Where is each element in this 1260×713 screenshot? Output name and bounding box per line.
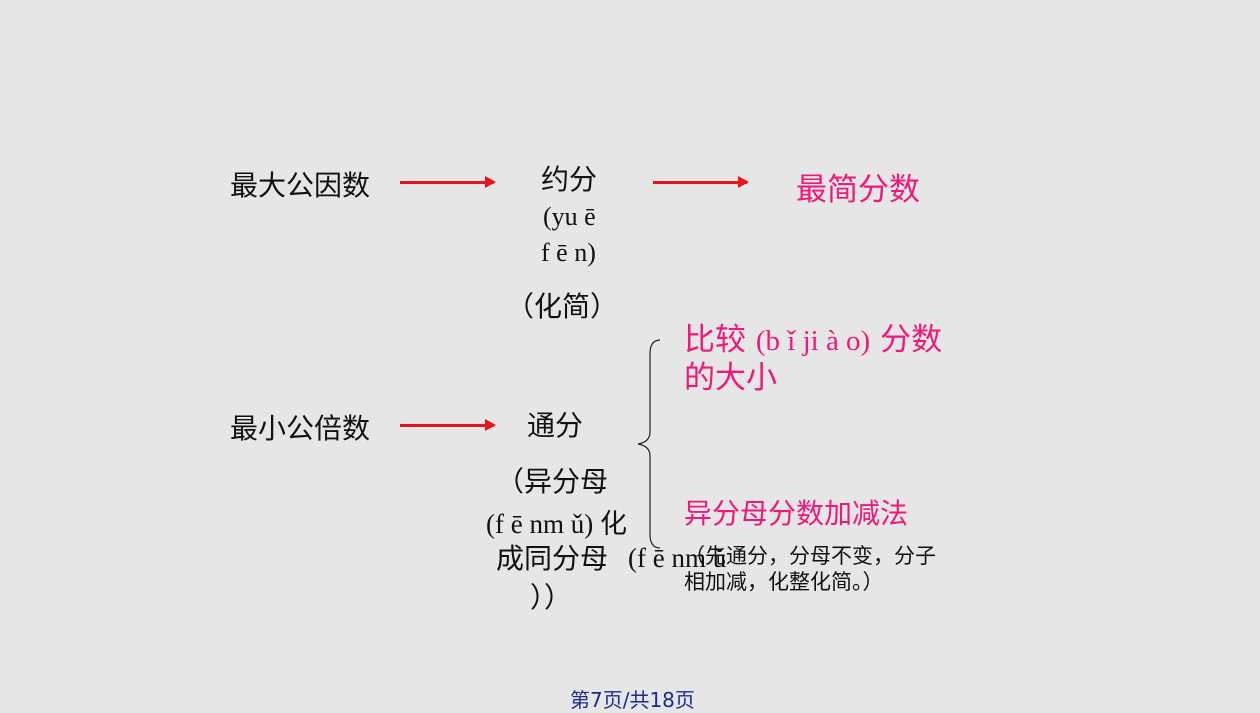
common-denominator-note-2: (f ē nm ǔ) 化	[486, 502, 627, 541]
branch-add-subtract-note-2: 相加减，化整化简。）	[684, 570, 884, 594]
arrow-lcm-to-common-denominator	[400, 419, 496, 431]
common-denominator-label: 通分	[527, 409, 584, 442]
common-denominator-note-4: ））	[530, 581, 573, 614]
branch-compare-line-2: 的大小	[684, 360, 777, 396]
compare-tail: 分数	[880, 322, 943, 358]
lcm-label: 最小公倍数	[230, 412, 371, 445]
compare-word: 比较	[684, 322, 746, 358]
page-indicator: 第7页/共18页	[570, 688, 695, 712]
arrow-reduce-to-simplest	[653, 176, 749, 188]
arrow-gcd-to-reduce	[400, 176, 496, 188]
branch-add-subtract-note-1: （先通分，分母不变，分子	[684, 544, 936, 568]
compare-pinyin: (b ǐ ji à o)	[755, 325, 871, 357]
reduce-note: （化简）	[506, 290, 619, 323]
curly-brace	[637, 339, 661, 549]
pinyin-fenmu-1: (f ē nm ǔ) 化	[486, 509, 627, 539]
common-denominator-note-3: 成同分母	[496, 542, 609, 575]
branch-add-subtract-title: 异分母分数加减法	[684, 497, 909, 530]
simplest-fraction-label: 最简分数	[796, 172, 920, 208]
pinyin-fenmu-2: (f ē nm ǔ	[628, 543, 727, 573]
reduce-pinyin-1: (yu ē	[543, 202, 596, 231]
reduce-pinyin-2: f ē n)	[541, 238, 596, 267]
gcd-label: 最大公因数	[230, 169, 371, 202]
reduce-label: 约分	[541, 163, 598, 196]
common-denominator-note-1: （异分母	[496, 465, 609, 498]
branch-compare-line-1: 比较 (b ǐ ji à o) 分数	[684, 314, 942, 359]
